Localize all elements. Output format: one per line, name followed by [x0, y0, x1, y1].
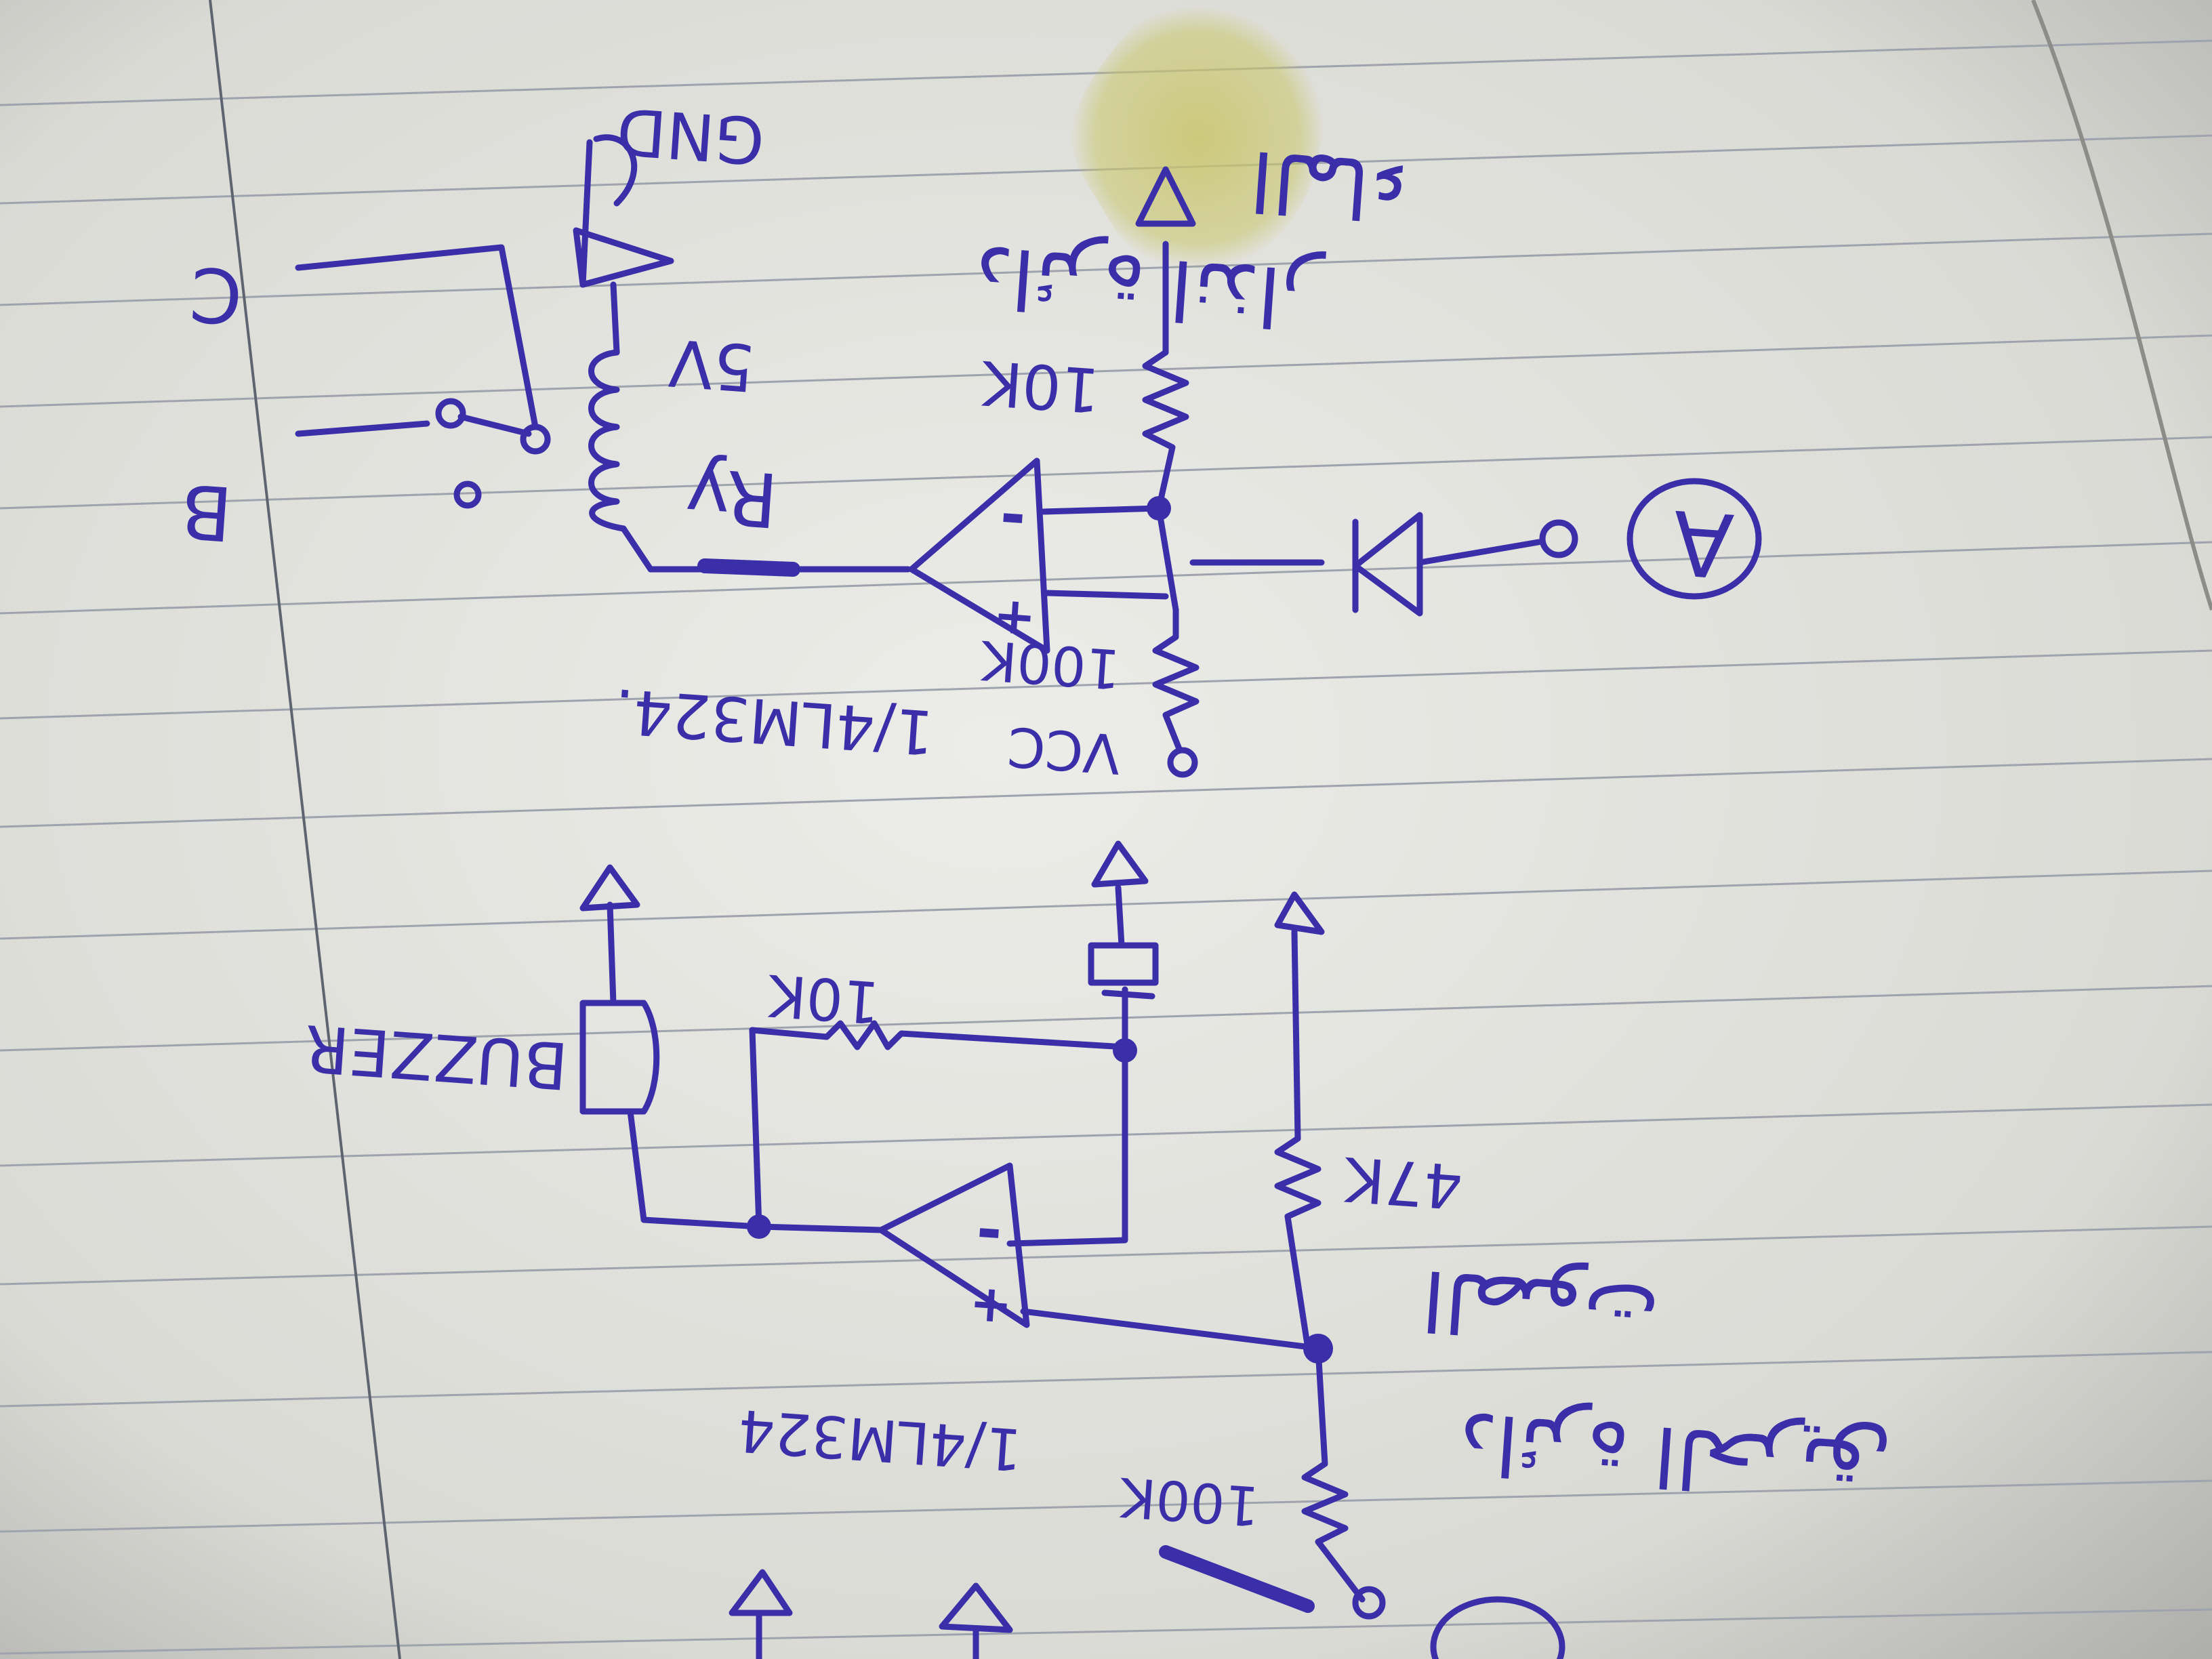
- r-pullup-label: 10K: [979, 346, 1102, 426]
- vcc-label: VCC: [1006, 714, 1123, 785]
- top-opamp-minus: -: [998, 485, 1028, 557]
- top-opamp-symbol: [908, 457, 1050, 654]
- relay-voltage-label: 5V: [667, 324, 757, 404]
- relay-name-label: Ry: [683, 451, 781, 544]
- ruled-lines: [0, 39, 2212, 1655]
- page-edge: [2031, 0, 2212, 611]
- bottom-opamp-plus: +: [967, 1276, 1014, 1338]
- buzzer-label: BUZZER: [302, 1010, 571, 1103]
- top-opamp-plus: +: [991, 588, 1038, 651]
- r-feedback-label: 10K: [765, 960, 882, 1035]
- bottom-opamp-minus: -: [974, 1200, 1004, 1272]
- buzzer-symbol: [579, 1000, 660, 1115]
- top-note-line2: الماء: [1248, 132, 1411, 237]
- bottom-note-line2: الصوت: [1419, 1252, 1662, 1362]
- r-top-label: 47K: [1341, 1143, 1465, 1222]
- r-bottom-label: 100K: [978, 628, 1123, 701]
- coffee-stain: [1070, 5, 1326, 270]
- top-circuit: GND C B 5V Ry + - 10K: [178, 93, 1762, 785]
- r-bottom2-label: 100K: [1117, 1465, 1262, 1538]
- gnd-label: GND: [615, 93, 767, 178]
- contact-b-label: B: [178, 467, 235, 557]
- contact-c-label: C: [187, 250, 245, 340]
- margin-line: [209, 0, 401, 1659]
- input-tag-a: A: [1669, 490, 1736, 597]
